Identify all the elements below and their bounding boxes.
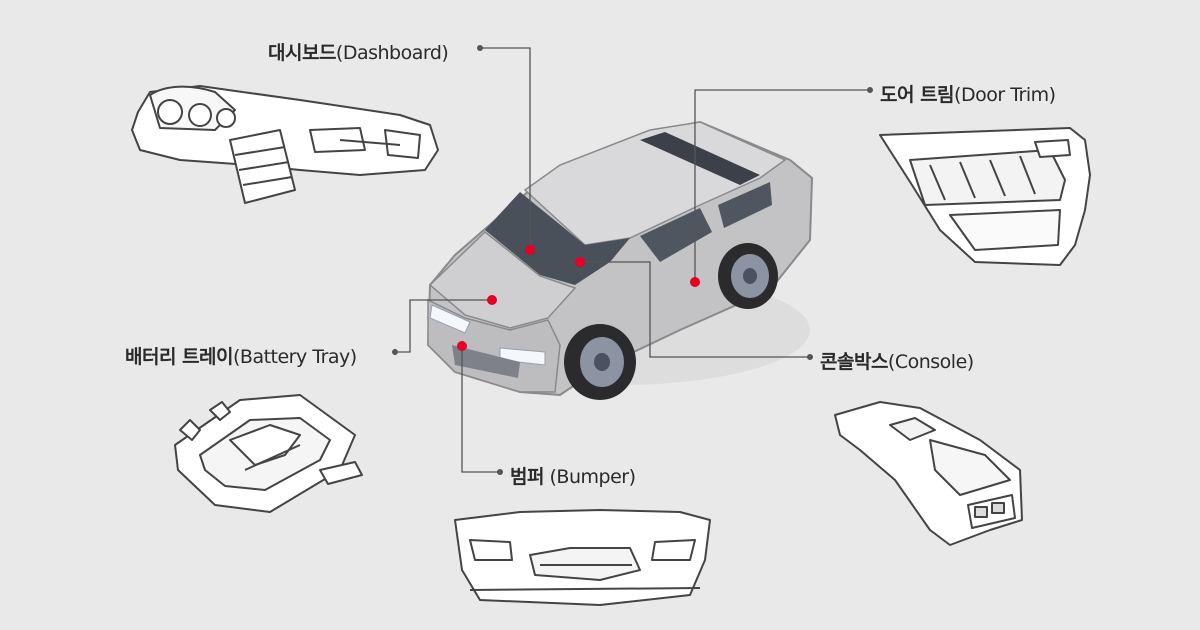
hotspots [457,245,700,351]
hotspot-console [575,257,585,267]
label-battery-tray-en: (Battery Tray) [233,346,357,368]
leader-bumper [461,346,500,473]
label-dashboard-ko: 대시보드 [268,42,336,64]
label-dashboard: 대시보드(Dashboard) [268,38,449,65]
front-wheel [564,324,636,400]
hotspot-bumper [457,341,467,351]
hotspot-dashboard [525,245,535,255]
label-bumper: 범퍼 (Bumper) [510,462,636,489]
leader-console [580,261,810,358]
label-door-trim-ko: 도어 트림 [880,84,955,106]
label-battery-tray-ko: 배터리 트레이 [125,346,234,368]
label-door-trim: 도어 트림(Door Trim) [880,80,1056,107]
door-trim-illustration [879,127,1091,266]
leader-lines [395,47,870,473]
label-bumper-en: (Bumper) [543,466,636,488]
console-box-illustration [834,401,1023,546]
hotspot-door-trim [690,277,700,287]
car-illustration [426,120,814,400]
label-console-ko: 콘솔박스 [820,351,888,373]
label-console: 콘솔박스(Console) [820,347,974,374]
label-console-en: (Console) [887,351,974,373]
label-dashboard-en: (Dashboard) [335,42,449,64]
battery-tray-illustration [174,394,363,513]
leader-door-trim [694,89,870,282]
label-battery-tray: 배터리 트레이(Battery Tray) [125,342,357,369]
label-door-trim-en: (Door Trim) [954,84,1056,106]
leader-dashboard [480,47,531,250]
label-bumper-ko: 범퍼 [510,466,544,488]
rear-wheel [718,243,778,309]
dashboard-illustration [131,85,439,204]
hotspot-battery-tray [487,295,497,305]
leader-battery-tray [395,299,492,353]
bumper-illustration [454,509,711,606]
